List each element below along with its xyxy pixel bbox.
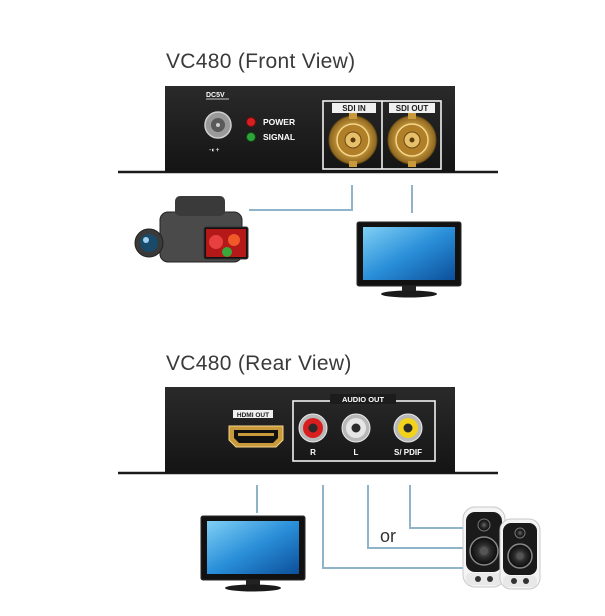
signal-led: [246, 132, 256, 142]
rca-spdif-label: S/ PDIF: [394, 448, 422, 457]
dc-jack-pin: [216, 123, 220, 127]
audio-r-cable: [322, 485, 463, 569]
rca-spdif-port: [393, 413, 423, 443]
front-device: DC5V -◐+ POWER SIGNAL SDI IN SDI OUT: [118, 86, 498, 174]
spdif-cable: [409, 485, 463, 529]
front-view-title: VC480 (Front View): [166, 50, 356, 73]
or-label: or: [380, 526, 396, 546]
dc-label: DC5V: [206, 92, 225, 99]
rear-device: HDMI OUT AUDIO OUT R L: [118, 387, 498, 475]
rear-view-title: VC480 (Rear View): [166, 352, 352, 375]
front-monitor-icon: [356, 221, 462, 298]
power-label: POWER: [263, 117, 295, 127]
rear-monitor-icon: [200, 515, 306, 592]
sdi-out-label: SDI OUT: [396, 104, 429, 113]
rca-l-label: L: [354, 448, 359, 457]
dc-polarity-icon: -◐+: [209, 147, 220, 154]
bnc-out-connector: [387, 113, 437, 167]
rca-l-port: [341, 413, 371, 443]
sdi-in-label: SDI IN: [342, 104, 366, 113]
rca-r-port: [298, 413, 328, 443]
camera-cable: [249, 185, 353, 211]
power-led: [246, 117, 256, 127]
sdi-in-label-bg: [332, 103, 376, 113]
bnc-in-connector: [328, 113, 378, 167]
hdmi-port: [228, 425, 284, 448]
camcorder-icon: [134, 196, 249, 263]
audio-l-cable: [367, 485, 463, 549]
audio-out-label: AUDIO OUT: [342, 395, 385, 404]
speakers-icon: [462, 506, 541, 590]
sdi-out-label-bg: [389, 103, 435, 113]
signal-label: SIGNAL: [263, 132, 295, 142]
audio-out-label-bg: [330, 394, 396, 404]
hdmi-label: HDMI OUT: [237, 412, 269, 419]
hdmi-label-bg: [233, 410, 273, 418]
rca-r-label: R: [310, 448, 316, 457]
